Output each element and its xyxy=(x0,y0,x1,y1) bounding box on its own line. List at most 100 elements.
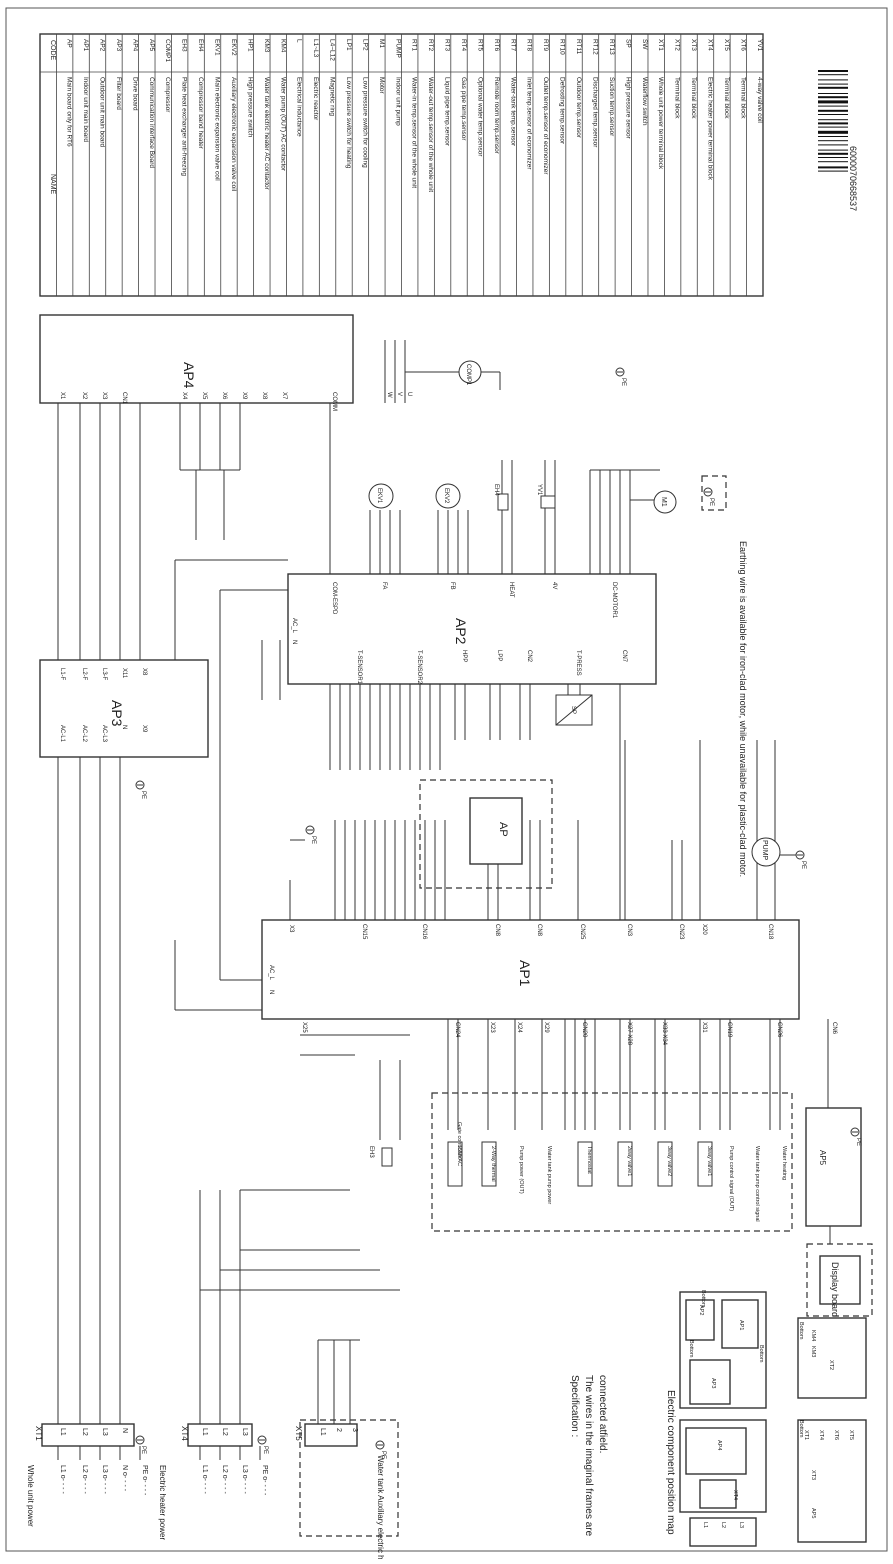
legend-name: Water-in temp.sensor of the whole unit xyxy=(411,77,418,188)
legend-name: Water-tank temp.sensor xyxy=(509,77,516,147)
ap3-terminal: X8 xyxy=(141,668,147,676)
legend-name: Gas pipe temp.sensor xyxy=(460,77,467,141)
ap5-label: AP5 xyxy=(818,1150,827,1166)
heater-line: PE o- - - - xyxy=(261,1465,268,1496)
barcode-number: 6000070668537 xyxy=(848,146,858,211)
position-map-label: AP1 xyxy=(738,1320,744,1330)
whole-unit-power-section: Whole unit power XT1 xyxy=(26,1423,135,1527)
xt1-terminal: N xyxy=(121,1428,128,1433)
position-map-label: KM3 xyxy=(810,1346,816,1357)
ap-rt6-board: AP xyxy=(419,779,553,889)
legend-code: XT3 xyxy=(690,39,697,51)
legend-name: Whole unit power terminal block xyxy=(657,77,664,170)
field-device: Pump control signal (OUT) xyxy=(728,1146,734,1211)
position-map-label: Bottom xyxy=(798,1322,804,1340)
ap1-connector: X33 X34 xyxy=(661,1022,667,1046)
legend-name: Liquid pipe temp.sensor xyxy=(444,77,451,147)
legend-name: Compressor band heater xyxy=(197,77,204,150)
legend-name: Outdoor unit main board xyxy=(99,77,106,147)
ap4-terminal: W xyxy=(386,392,392,398)
ap4-terminal: X2 xyxy=(81,392,87,400)
pe-earth-label: PE xyxy=(855,1138,861,1146)
legend-code: LP2 xyxy=(361,39,368,51)
svg-text:EH4: EH4 xyxy=(493,484,499,496)
position-map-label: L1 xyxy=(702,1522,708,1528)
pe-earth-label: PE xyxy=(620,378,626,386)
legend-code: RT6 xyxy=(493,39,500,52)
ap1-connector: CN18 xyxy=(767,924,773,940)
legend-code: RT1 xyxy=(411,39,418,52)
ap2-connector: N xyxy=(291,640,297,644)
legend-name: Compressor xyxy=(164,77,171,113)
svg-text:Specification :: Specification : xyxy=(569,1375,580,1437)
ap1-connector: CN20 xyxy=(581,1022,587,1038)
legend-name: Main electronic expansion valve coil xyxy=(214,77,221,181)
display-board: Display board xyxy=(806,1243,873,1317)
svg-text:Electric component position ma: Electric component position map xyxy=(665,1390,676,1535)
legend-name: Low pressure switch for cooling xyxy=(361,77,368,168)
ap4-terminal: X5 xyxy=(201,392,207,400)
position-map-label: AP5 xyxy=(810,1508,816,1518)
xt5-terminal: 3 xyxy=(351,1428,358,1432)
ap1-connector: N xyxy=(268,990,274,994)
ap3-terminal: L1-F xyxy=(59,668,65,681)
xt5-terminal: 2 xyxy=(335,1428,342,1432)
ap4-terminal: X6 xyxy=(221,392,227,400)
ap2-connector: CN2 xyxy=(526,650,532,663)
xt5-terminal: L1 xyxy=(319,1428,326,1436)
ap2-label: AP2 xyxy=(453,618,469,645)
ap1-connector: X25 xyxy=(301,1022,307,1033)
aux-heater-section: XT5 Water tank Auxiliary electric heater xyxy=(294,1419,399,1564)
legend-name: Discharged temp.sensor xyxy=(591,77,598,148)
svg-text:SP: SP xyxy=(570,706,576,714)
svg-text:EKV1: EKV1 xyxy=(376,488,382,504)
pe-earth-label: PE xyxy=(708,498,714,506)
xt1-terminal: L2 xyxy=(81,1428,88,1436)
ap2-connector: AC_L xyxy=(291,618,297,634)
electric-component-position-map: Electric component position map BottomAP… xyxy=(665,1290,867,1547)
legend-code: EKV2 xyxy=(230,39,237,56)
ap2-connector: LPP xyxy=(496,650,502,661)
position-map-label: XT4 xyxy=(818,1430,824,1440)
ap3-terminal: AC-L3 xyxy=(101,725,107,743)
ap4-drive-board: AP4 xyxy=(39,314,354,404)
legend-name: Terminal block xyxy=(723,77,730,119)
ap2-connector: 4V xyxy=(551,582,557,589)
ap2-connector: COM-ESPD xyxy=(331,582,337,615)
field-device: 2way valve1 xyxy=(626,1146,632,1176)
ap4-terminal: X1 xyxy=(59,392,65,400)
ap1-connector: X24 xyxy=(516,1022,522,1033)
position-map-label: KM4 xyxy=(810,1330,816,1341)
legend-name: Terminal block xyxy=(690,77,697,119)
legend-code: M1 xyxy=(378,39,385,48)
ap3-terminal: AC-L2 xyxy=(81,725,87,743)
legend-code: XT1 xyxy=(657,39,664,51)
svg-text:XT5: XT5 xyxy=(294,1426,303,1441)
ap1-indoor-main-board: AP1 xyxy=(261,919,800,1020)
ap3-terminal: L2-F xyxy=(81,668,87,681)
ap3-terminal: N xyxy=(121,725,127,729)
legend-code: RT8 xyxy=(526,39,533,52)
ap1-connector: X20 xyxy=(701,924,707,935)
ap1-connector: CN25 xyxy=(579,924,585,940)
ap3-terminal: X11 xyxy=(121,668,127,679)
legend-code: XT6 xyxy=(739,39,746,51)
svg-text:XT1: XT1 xyxy=(34,1426,43,1441)
xt4-terminal: L2 xyxy=(221,1428,228,1436)
ap3-filter-board: AP3 xyxy=(39,659,209,758)
position-map-label: Bottom xyxy=(758,1345,764,1363)
pe-earth-label: PE xyxy=(140,791,146,799)
field-device: 3way valve1 xyxy=(706,1146,712,1176)
legend-code: RT2 xyxy=(427,39,434,52)
legend-name: Water-out temp.sensor of the whole unit xyxy=(427,77,434,192)
svg-text:EKV2: EKV2 xyxy=(443,488,449,504)
svg-text:Water tank Auxiliary electric: Water tank Auxiliary electric heater xyxy=(376,1455,385,1559)
legend-name: Electric reactor xyxy=(312,77,319,121)
pe-earth-label: PE xyxy=(380,1451,386,1459)
legend-code: RT9 xyxy=(542,39,549,52)
m1-fan-motor: M1 xyxy=(653,490,677,514)
legend-name: Outlet temp.sensor of economizer xyxy=(542,77,549,175)
pump-motor: PUMP xyxy=(751,837,781,867)
field-device: Gate controller xyxy=(456,1122,462,1158)
